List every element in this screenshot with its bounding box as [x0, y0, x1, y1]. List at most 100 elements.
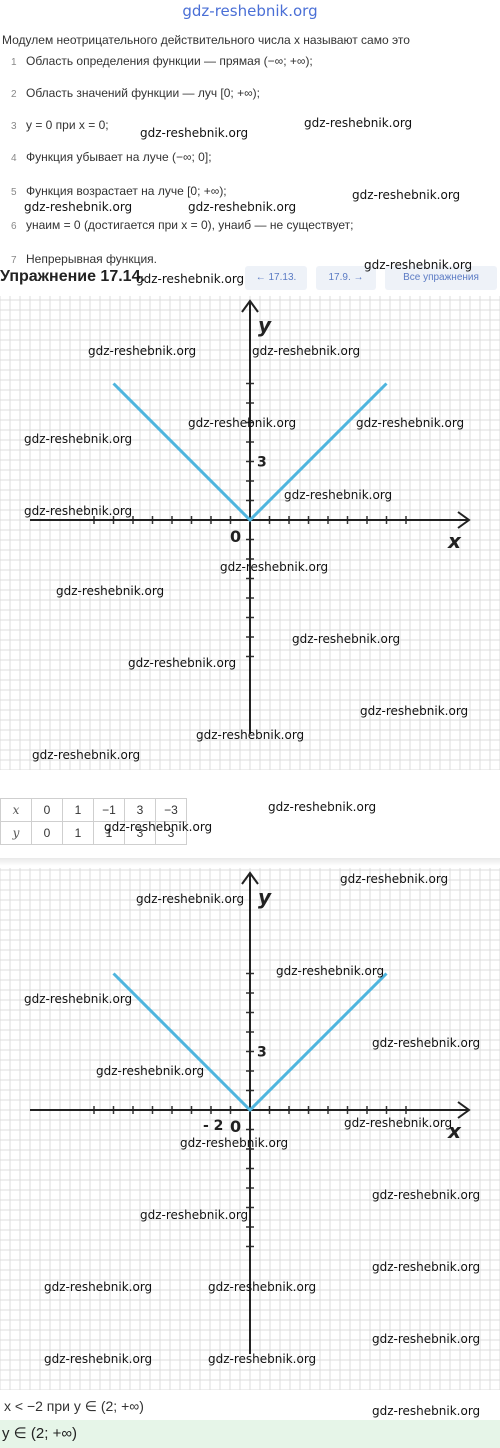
- watermark-text: gdz-reshebnik.org: [352, 188, 461, 202]
- watermark-text: gdz-reshebnik.org: [136, 892, 245, 906]
- property-text: y = 0 при x = 0;: [26, 118, 109, 132]
- watermark-text: gdz-reshebnik.org: [44, 1352, 153, 1366]
- watermark-text: gdz-reshebnik.org: [140, 1208, 249, 1222]
- function-line: [112, 382, 388, 523]
- watermark-text: gdz-reshebnik.org: [196, 728, 305, 742]
- watermark-text: gdz-reshebnik.org: [56, 584, 165, 598]
- property-item: 3 y = 0 при x = 0;: [0, 118, 500, 138]
- watermark-text: gdz-reshebnik.org: [136, 272, 245, 286]
- watermark-text: gdz-reshebnik.org: [364, 258, 473, 272]
- property-number: 6: [11, 221, 17, 232]
- site-watermark-top: gdz-reshebnik.org: [182, 2, 318, 20]
- function-line: [112, 972, 388, 1113]
- origin-label: 0: [230, 1117, 241, 1136]
- property-number: 7: [11, 255, 17, 266]
- watermark-text: gdz-reshebnik.org: [180, 1136, 289, 1150]
- x-axis-label: x: [447, 1119, 462, 1143]
- watermark-text: gdz-reshebnik.org: [372, 1260, 481, 1274]
- watermark-text: gdz-reshebnik.org: [208, 1352, 317, 1366]
- watermark-text: gdz-reshebnik.org: [24, 992, 133, 1006]
- x-tick-label: - 2: [203, 1118, 223, 1134]
- watermark-text: gdz-reshebnik.org: [104, 820, 213, 834]
- watermark-text: gdz-reshebnik.org: [372, 1404, 481, 1418]
- watermark-text: gdz-reshebnik.org: [96, 1064, 205, 1078]
- table-cell: 3: [155, 821, 187, 845]
- watermark-text: gdz-reshebnik.org: [304, 116, 413, 130]
- property-number: 1: [11, 57, 17, 68]
- table-cell: −3: [155, 798, 187, 822]
- property-item: 5 Функция возрастает на луче [0; +∞);: [0, 184, 500, 204]
- watermark-text: gdz-reshebnik.org: [208, 1280, 317, 1294]
- y-axis-arrow: [241, 299, 259, 313]
- table-row-y: y 0 1 1 3 3: [0, 821, 187, 845]
- property-text: Область определения функции — прямая (−∞…: [26, 54, 313, 68]
- values-table: x 0 1 −1 3 −3 y 0 1 1 3 3: [0, 798, 187, 845]
- watermark-text: gdz-reshebnik.org: [24, 432, 133, 446]
- watermark-text: gdz-reshebnik.org: [220, 560, 329, 574]
- watermark-text: gdz-reshebnik.org: [140, 126, 249, 140]
- property-number: 2: [11, 89, 17, 100]
- y-tick-label: 3: [257, 1045, 267, 1061]
- table-header-x: x: [0, 798, 32, 822]
- watermark-text: gdz-reshebnik.org: [360, 704, 469, 718]
- x-axis-arrow: [457, 511, 471, 529]
- table-cell: 1: [93, 821, 125, 845]
- graph-abs-x-2: y x 0 3 - 2: [0, 868, 500, 1390]
- property-item: 6 yнаим = 0 (достигается при x = 0), yнаи…: [0, 218, 500, 238]
- y-axis-label: y: [258, 885, 272, 909]
- table-cell: 3: [124, 798, 156, 822]
- property-text: Непрерывная функция.: [26, 252, 158, 266]
- property-number: 5: [11, 187, 17, 198]
- watermark-text: gdz-reshebnik.org: [284, 488, 393, 502]
- section-divider: [0, 858, 500, 866]
- property-text: Функция убывает на луче (−∞; 0];: [26, 150, 212, 164]
- watermark-text: gdz-reshebnik.org: [188, 416, 297, 430]
- exercise-title: Упражнение 17.14.: [0, 268, 145, 285]
- table-row-x: x 0 1 −1 3 −3: [0, 798, 187, 822]
- all-exercises-button[interactable]: Все упражнения: [385, 266, 497, 290]
- table-cell: −1: [93, 798, 125, 822]
- property-text: Функция возрастает на луче [0; +∞);: [26, 184, 227, 198]
- table-cell: 0: [31, 798, 63, 822]
- property-text: Область значений функции — луч [0; +∞);: [26, 86, 260, 100]
- table-cell: 0: [31, 821, 63, 845]
- watermark-text: gdz-reshebnik.org: [188, 200, 297, 214]
- watermark-text: gdz-reshebnik.org: [372, 1188, 481, 1202]
- watermark-text: gdz-reshebnik.org: [88, 344, 197, 358]
- y-tick-label: 3: [257, 455, 267, 471]
- watermark-text: gdz-reshebnik.org: [44, 1280, 153, 1294]
- answer-line-1: x < −2 при y ∈ (2; +∞): [4, 1398, 144, 1414]
- y-axis-arrow: [241, 871, 259, 885]
- y-axis-label: y: [258, 313, 272, 337]
- property-item: 4 Функция убывает на луче (−∞; 0];: [0, 150, 500, 170]
- property-number: 4: [11, 153, 17, 164]
- watermark-text: gdz-reshebnik.org: [276, 964, 385, 978]
- watermark-text: gdz-reshebnik.org: [24, 200, 133, 214]
- watermark-text: gdz-reshebnik.org: [252, 344, 361, 358]
- table-cell: 1: [62, 821, 94, 845]
- watermark-text: gdz-reshebnik.org: [372, 1332, 481, 1346]
- property-text: yнаим = 0 (достигается при x = 0), yнаиб…: [26, 218, 354, 232]
- watermark-text: gdz-reshebnik.org: [24, 504, 133, 518]
- watermark-text: gdz-reshebnik.org: [292, 632, 401, 646]
- watermark-text: gdz-reshebnik.org: [32, 748, 141, 762]
- table-header-y: y: [0, 821, 32, 845]
- intro-text: Модулем неотрицательного действительного…: [2, 33, 410, 47]
- prev-exercise-button[interactable]: ← 17.13.: [245, 266, 307, 290]
- property-item: 2 Область значений функции — луч [0; +∞);: [0, 86, 500, 106]
- property-item: 1 Область определения функции — прямая (−…: [0, 54, 500, 74]
- watermark-text: gdz-reshebnik.org: [372, 1036, 481, 1050]
- watermark-text: gdz-reshebnik.org: [340, 872, 449, 886]
- property-item: 7 Непрерывная функция.: [0, 252, 500, 272]
- property-number: 3: [11, 121, 17, 132]
- watermark-text: gdz-reshebnik.org: [356, 416, 465, 430]
- exercise-nav-bar: Упражнение 17.14. ← 17.13. 17.9. → Все у…: [0, 262, 500, 294]
- table-cell: 1: [62, 798, 94, 822]
- next-exercise-button[interactable]: 17.9. →: [316, 266, 376, 290]
- watermark-text: gdz-reshebnik.org: [128, 656, 237, 670]
- x-axis-label: x: [447, 529, 462, 553]
- answer-line-2: y ∈ (2; +∞): [0, 1420, 500, 1448]
- watermark-text: gdz-reshebnik.org: [268, 800, 377, 814]
- x-axis-arrow: [457, 1101, 471, 1119]
